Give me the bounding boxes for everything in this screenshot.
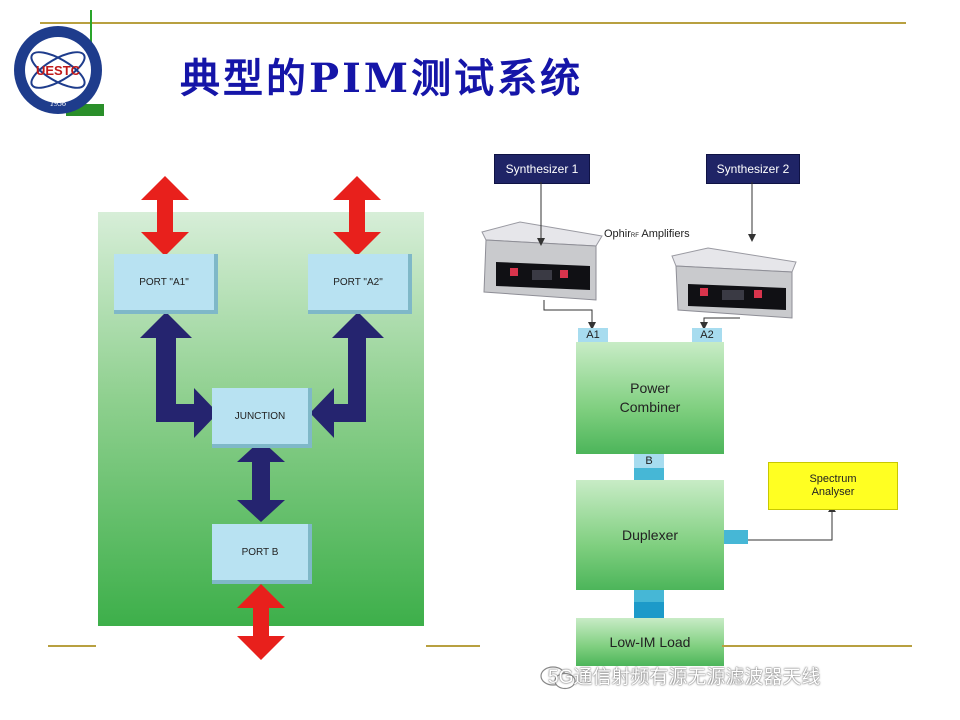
red-arrow-a1 — [141, 176, 189, 256]
combiner-label-2: Combiner — [619, 399, 681, 415]
university-logo: UESTC 1956 — [14, 26, 102, 114]
combiner-label-1: Power — [630, 380, 670, 396]
navy-arrow-a1-junction — [140, 312, 218, 438]
port-a1-box: PORT "A1" — [114, 254, 218, 314]
navy-arrow-a2-junction — [310, 312, 384, 438]
amp-brand: Ophir — [604, 228, 631, 240]
bottom-rule-right — [722, 645, 912, 647]
bottom-rule-left — [48, 645, 96, 647]
top-rule — [40, 22, 906, 24]
watermark-text: 5G通信射频有源无源滤波器天线 — [548, 667, 821, 688]
wechat-icon — [540, 666, 576, 690]
bottom-rule-middle — [426, 645, 480, 647]
slide-title: 典型的PIM测试系统 — [180, 55, 584, 102]
synthesizer-1: Synthesizer 1 — [494, 154, 590, 184]
spectrum-label-2: Analyser — [811, 486, 855, 498]
power-combiner-box: Power Combiner — [576, 342, 724, 454]
duplexer-box: Duplexer — [576, 480, 724, 590]
amp-sup: RF — [630, 233, 639, 239]
port-a2-box: PORT "A2" — [308, 254, 412, 314]
red-arrow-a2 — [333, 176, 381, 256]
spectrum-analyser-box: Spectrum Analyser — [768, 462, 898, 510]
logo-text: UESTC — [36, 63, 81, 78]
duplexer-output-connector — [724, 530, 748, 544]
amplifier-1-image — [481, 221, 603, 301]
junction-box: JUNCTION — [212, 388, 312, 448]
low-im-load-box: Low-IM Load — [576, 618, 724, 666]
accent-rule — [90, 10, 92, 50]
duplexer-load-connector — [634, 590, 664, 602]
combiner-duplexer-connector — [634, 468, 664, 480]
combiner-port-b: B — [634, 454, 664, 468]
spectrum-label-1: Spectrum — [809, 473, 857, 485]
amplifier-2-image — [671, 247, 797, 319]
red-arrow-port-b — [237, 584, 285, 660]
amplifiers-label: OphirRF Amplifiers — [604, 228, 690, 240]
navy-arrow-junction-portb — [237, 440, 285, 522]
port-b-box: PORT B — [212, 524, 312, 584]
logo-year: 1956 — [50, 99, 66, 108]
load-connector — [634, 602, 664, 618]
synthesizer-2: Synthesizer 2 — [706, 154, 800, 184]
amp-word: Amplifiers — [641, 228, 690, 240]
combiner-port-a2: A2 — [692, 328, 722, 342]
combiner-port-a1: A1 — [578, 328, 608, 342]
